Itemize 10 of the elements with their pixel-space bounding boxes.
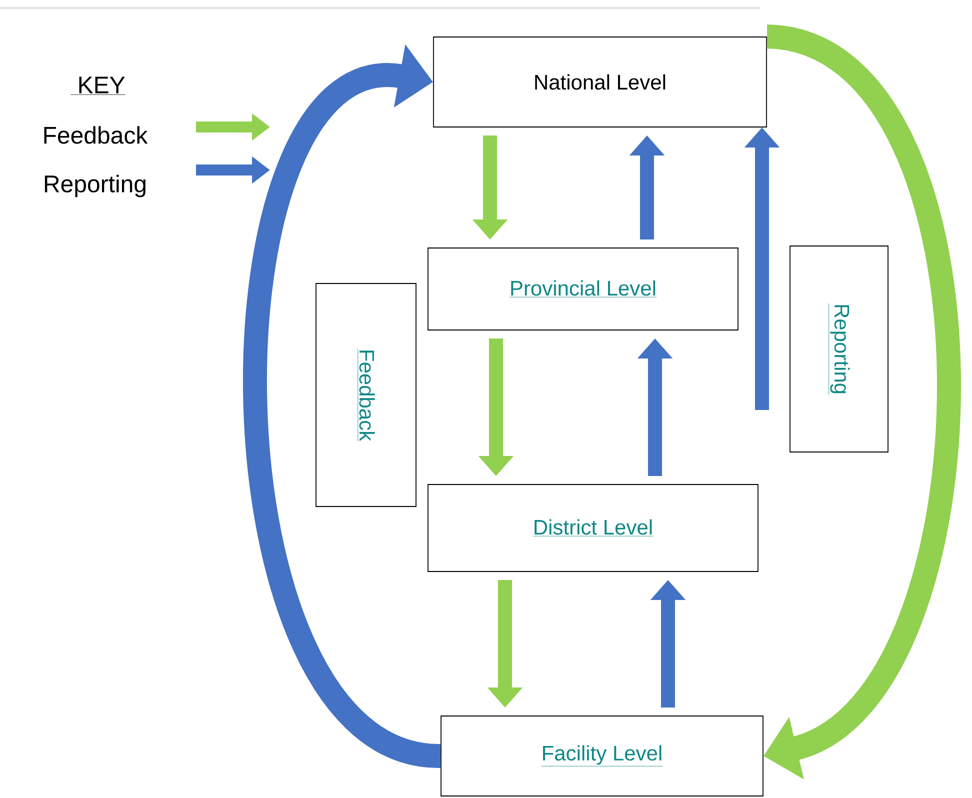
key-heading: KEY <box>70 76 126 95</box>
side-label-box: Reporting <box>790 246 888 452</box>
legend-text: Reporting <box>44 174 146 198</box>
legend-text: Feedback <box>44 126 148 144</box>
level-box: Provincial Level <box>428 248 738 330</box>
level-box: Facility Level <box>440 716 764 796</box>
curved-arrow <box>243 44 444 768</box>
level-box: District Level <box>428 484 758 572</box>
side-label-box: Feedback <box>316 283 416 507</box>
level-box: National Level <box>433 36 767 128</box>
